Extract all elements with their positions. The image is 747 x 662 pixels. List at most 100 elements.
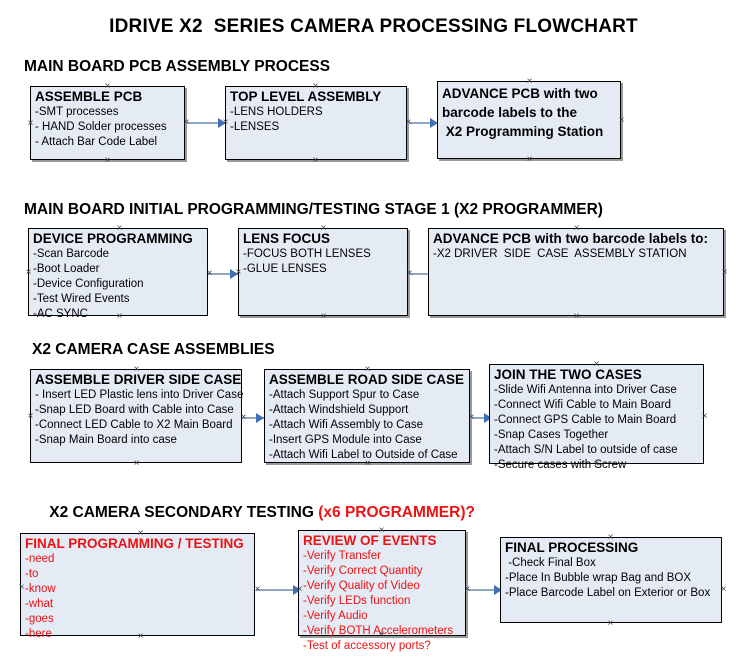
resize-handle-bottom[interactable] (115, 312, 124, 321)
section-heading-x2-camera-secondary-testing: X2 CAMERA SECONDARY TESTING (x6 PROGRAMM… (32, 486, 475, 540)
box-assemble-pcb[interactable]: ASSEMBLE PCB -SMT processes - HAND Solde… (30, 86, 185, 160)
box-line: -Verify Quality of Video (303, 580, 420, 592)
resize-handle-top[interactable] (606, 533, 615, 542)
box-line: -Device Configuration (33, 278, 144, 290)
box-line: -goes (25, 613, 54, 625)
connector-handle[interactable] (182, 118, 191, 127)
resize-handle-bottom[interactable] (136, 632, 145, 641)
box-header: ASSEMBLE ROAD SIDE CASE (269, 372, 465, 387)
resize-handle-bottom[interactable] (363, 459, 372, 468)
connector-handle[interactable] (253, 585, 262, 594)
resize-handle-right[interactable] (700, 412, 709, 421)
box-line: -Connect GPS Cable to Main Board (494, 414, 677, 426)
resize-handle-left[interactable] (221, 118, 230, 127)
resize-handle-left[interactable] (295, 585, 304, 594)
resize-handle-left[interactable] (17, 583, 26, 592)
box-line: -Snap LED Board with Cable into Case (35, 404, 234, 416)
box-advance-pcb-driver-side-case[interactable]: ADVANCE PCB with two barcode labels to: … (428, 228, 724, 316)
box-join-the-two-cases[interactable]: JOIN THE TWO CASES -Slide Wifi Antenna i… (489, 364, 704, 471)
resize-handle-bottom[interactable] (377, 630, 386, 639)
box-line: -Attach Windshield Support (269, 404, 409, 416)
resize-handle-top[interactable] (136, 529, 145, 538)
resize-handle-bottom[interactable] (319, 312, 328, 321)
connector-arrow-icon (484, 413, 492, 423)
resize-handle-bottom[interactable] (103, 156, 112, 165)
resize-handle-bottom[interactable] (525, 155, 534, 164)
connector-handle[interactable] (239, 413, 248, 422)
resize-handle-left[interactable] (24, 268, 33, 277)
box-final-programming-testing[interactable]: FINAL PROGRAMMING / TESTING -need -to -k… (20, 533, 255, 640)
box-line: -know (25, 583, 56, 595)
connector-handle[interactable] (467, 413, 476, 422)
box-line: -Attach Wifi Label to Outside of Case (269, 449, 458, 461)
connector-line (407, 122, 437, 124)
box-review-of-events[interactable]: REVIEW OF EVENTS -Verify Transfer -Verif… (298, 530, 466, 652)
box-header-line: ADVANCE PCB with two (442, 86, 598, 101)
connector-line (242, 417, 264, 419)
resize-handle-top[interactable] (319, 224, 328, 233)
box-line: -need (25, 553, 55, 565)
resize-handle-top[interactable] (592, 360, 601, 369)
box-line: -Verify Audio (303, 610, 368, 622)
box-line: -SMT processes (35, 106, 119, 118)
resize-handle-top[interactable] (572, 224, 581, 233)
box-line: -FOCUS BOTH LENSES (243, 248, 371, 260)
box-line: -LENS HOLDERS (230, 106, 323, 118)
box-line: -what (25, 598, 54, 610)
resize-handle-left[interactable] (26, 119, 35, 128)
resize-handle-bottom[interactable] (606, 619, 615, 628)
resize-handle-top[interactable] (132, 365, 141, 374)
box-final-processing[interactable]: FINAL PROCESSING -Check Final Box -Place… (500, 537, 722, 623)
box-line: -Attach Support Spur to Case (269, 389, 420, 401)
box-line: -Secure cases with Screw (494, 459, 627, 471)
box-device-programming[interactable]: DEVICE PROGRAMMING -Scan Barcode -Boot L… (28, 228, 208, 320)
resize-handle-top[interactable] (377, 526, 386, 535)
resize-handle-top[interactable] (115, 224, 124, 233)
box-header: LENS FOCUS (243, 231, 331, 246)
box-header: DEVICE PROGRAMMING (33, 231, 193, 246)
connector-arrow-icon (494, 585, 502, 595)
resize-handle-bottom[interactable] (311, 156, 320, 165)
resize-handle-right[interactable] (719, 585, 728, 594)
box-line: -Attach Wifi Assembly to Case (269, 419, 424, 431)
resize-handle-left[interactable] (234, 268, 243, 277)
box-line: -Test of accessory ports? (303, 640, 431, 652)
section-heading-main-board-initial-programming: MAIN BOARD INITIAL PROGRAMMING/TESTING S… (24, 201, 603, 218)
box-line: -Test Wired Events (33, 293, 130, 305)
resize-handle-left[interactable] (26, 412, 35, 421)
box-header: TOP LEVEL ASSEMBLY (230, 89, 382, 104)
box-assemble-driver-side-case[interactable]: ASSEMBLE DRIVER SIDE CASE - Insert LED P… (30, 369, 243, 463)
box-advance-pcb-programming-station[interactable]: ADVANCE PCB with two barcode labels to t… (437, 81, 621, 159)
resize-handle-bottom[interactable] (592, 460, 601, 469)
box-header-line: X2 Programming Station (442, 124, 604, 139)
box-line: -Verify LEDs function (303, 595, 411, 607)
connector-handle[interactable] (205, 269, 214, 278)
section-heading-text: X2 CAMERA SECONDARY TESTING (49, 504, 319, 521)
box-header: ADVANCE PCB with two barcode labels to: (433, 231, 709, 246)
box-line: -to (25, 568, 39, 580)
box-top-level-assembly[interactable]: TOP LEVEL ASSEMBLY -LENS HOLDERS -LENSES (225, 86, 407, 160)
box-lens-focus[interactable]: LENS FOCUS -FOCUS BOTH LENSES -GLUE LENS… (238, 228, 408, 316)
resize-handle-bottom[interactable] (132, 459, 141, 468)
resize-handle-right[interactable] (617, 116, 626, 125)
resize-handle-top[interactable] (103, 82, 112, 91)
box-line: -Place Barcode Label on Exterior or Box (505, 587, 711, 599)
box-line: -Verify BOTH Accelerometers (303, 625, 454, 637)
resize-handle-top[interactable] (525, 77, 534, 86)
box-header: ASSEMBLE PCB (35, 89, 143, 104)
box-assemble-road-side-case[interactable]: ASSEMBLE ROAD SIDE CASE -Attach Support … (264, 369, 470, 463)
connector-line (256, 589, 300, 591)
box-line: -Place In Bubble wrap Bag and BOX (505, 572, 692, 584)
connector-handle[interactable] (463, 585, 472, 594)
box-line: -Snap Cases Together (494, 429, 609, 441)
box-line: -Connect LED Cable to X2 Main Board (35, 419, 233, 431)
resize-handle-bottom[interactable] (572, 312, 581, 321)
connector-handle[interactable] (404, 118, 413, 127)
box-line: -Connect Wifi Cable to Main Board (494, 399, 672, 411)
connector-arrow-icon (256, 413, 264, 423)
resize-handle-top[interactable] (363, 365, 372, 374)
resize-handle-top[interactable] (311, 82, 320, 91)
resize-handle-right[interactable] (720, 268, 729, 277)
connector-handle[interactable] (405, 269, 414, 278)
